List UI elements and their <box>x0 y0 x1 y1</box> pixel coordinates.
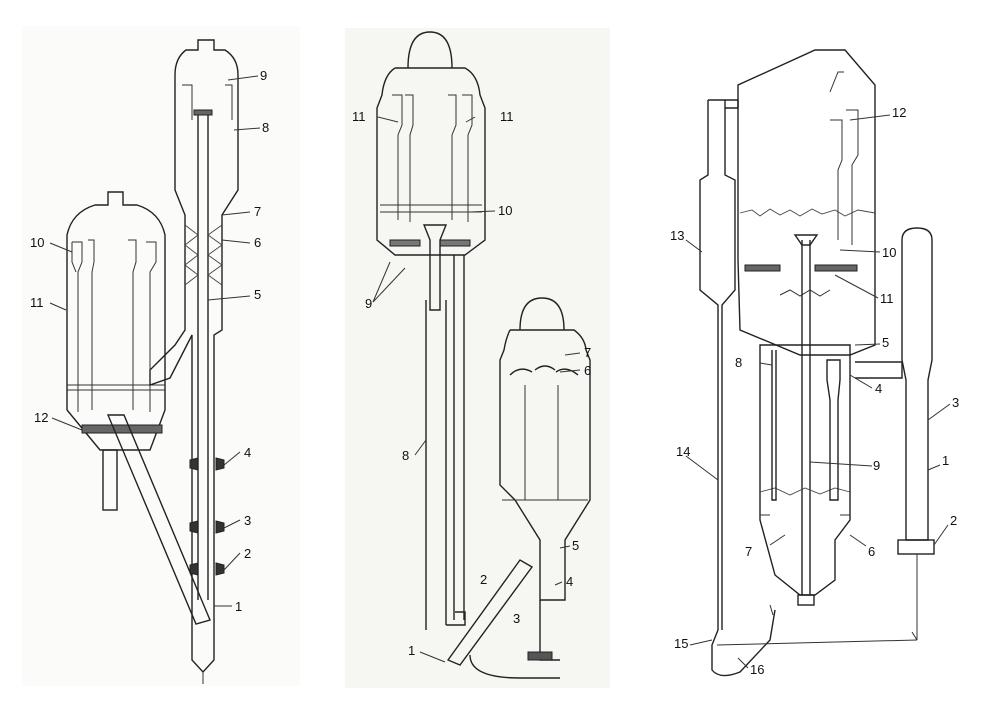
panel1-label-2: 2 <box>244 546 251 561</box>
panel3-labels: 1 2 3 4 5 6 7 8 9 10 11 12 13 14 15 16 <box>670 105 959 677</box>
panel2-label-5: 5 <box>572 538 579 553</box>
panel2-label-3: 3 <box>513 611 520 626</box>
panel2-label-2: 2 <box>480 572 487 587</box>
panel3-regenerator <box>737 49 876 356</box>
panel2-label-4: 4 <box>566 574 573 589</box>
panel1-label-5: 5 <box>254 287 261 302</box>
panel1-label-7: 7 <box>254 204 261 219</box>
panel3-label-5: 5 <box>882 335 889 350</box>
panel3-label-12: 12 <box>892 105 906 120</box>
panel2-label-7: 7 <box>584 345 591 360</box>
panel3-label-3: 3 <box>952 395 959 410</box>
panel-2-background <box>345 28 610 688</box>
panel3-label-1: 1 <box>942 453 949 468</box>
panel1-regenerator <box>66 191 211 625</box>
panel2-label-8: 8 <box>402 448 409 463</box>
panel3-riser-and-stripper <box>759 234 851 606</box>
panel3-label-14: 14 <box>676 444 690 459</box>
panel1-label-12: 12 <box>34 410 48 425</box>
panel3-label-13: 13 <box>670 228 684 243</box>
panel1-label-11: 11 <box>30 295 44 310</box>
panel2-label-1: 1 <box>408 643 415 658</box>
panel3-label-8: 8 <box>735 355 742 370</box>
panel2-label-11-left: 11 <box>352 109 366 124</box>
panel2-standpipes <box>425 255 466 630</box>
panel3-label-11: 11 <box>880 291 894 306</box>
panel2-regenerator <box>376 31 486 311</box>
panel3-leaders <box>685 114 951 669</box>
panel2-label-11-right: 11 <box>500 109 514 124</box>
panel3-label-16: 16 <box>750 662 764 677</box>
panel-2-diagram: 1 2 3 4 5 6 7 8 9 10 11 11 <box>352 31 591 679</box>
panel1-labels: 1 2 3 4 5 6 7 8 9 10 11 12 <box>30 68 269 614</box>
panel1-label-6: 6 <box>254 235 261 250</box>
panel-3-diagram: 1 2 3 4 5 6 7 8 9 10 11 12 13 14 15 16 <box>670 49 959 677</box>
panel1-label-3: 3 <box>244 513 251 528</box>
panel1-label-4: 4 <box>244 445 251 460</box>
panel3-left-column <box>699 99 918 677</box>
panel3-external-riser <box>855 227 935 640</box>
panel3-label-7: 7 <box>745 544 752 559</box>
panel1-label-1: 1 <box>235 599 242 614</box>
panel2-reactor <box>446 297 591 679</box>
panel3-label-4: 4 <box>875 381 882 396</box>
panel-1-background <box>22 26 300 686</box>
panel1-leaders <box>49 75 261 607</box>
panel2-label-10: 10 <box>498 203 512 218</box>
panel3-label-6: 6 <box>868 544 875 559</box>
panel2-labels: 1 2 3 4 5 6 7 8 9 10 11 11 <box>352 109 591 658</box>
panel3-label-9: 9 <box>873 458 880 473</box>
panel3-label-2: 2 <box>950 513 957 528</box>
panel1-label-9: 9 <box>260 68 267 83</box>
panel2-label-9: 9 <box>365 296 372 311</box>
panel1-label-10: 10 <box>30 235 44 250</box>
panel1-label-8: 8 <box>262 120 269 135</box>
panel-1-diagram: 1 2 3 4 5 6 7 8 9 10 11 12 <box>30 39 269 684</box>
panel3-label-15: 15 <box>674 636 688 651</box>
panel1-reactor <box>149 39 239 684</box>
panel2-label-6: 6 <box>584 363 591 378</box>
panel2-leaders <box>372 116 581 663</box>
panel3-label-10: 10 <box>882 245 896 260</box>
